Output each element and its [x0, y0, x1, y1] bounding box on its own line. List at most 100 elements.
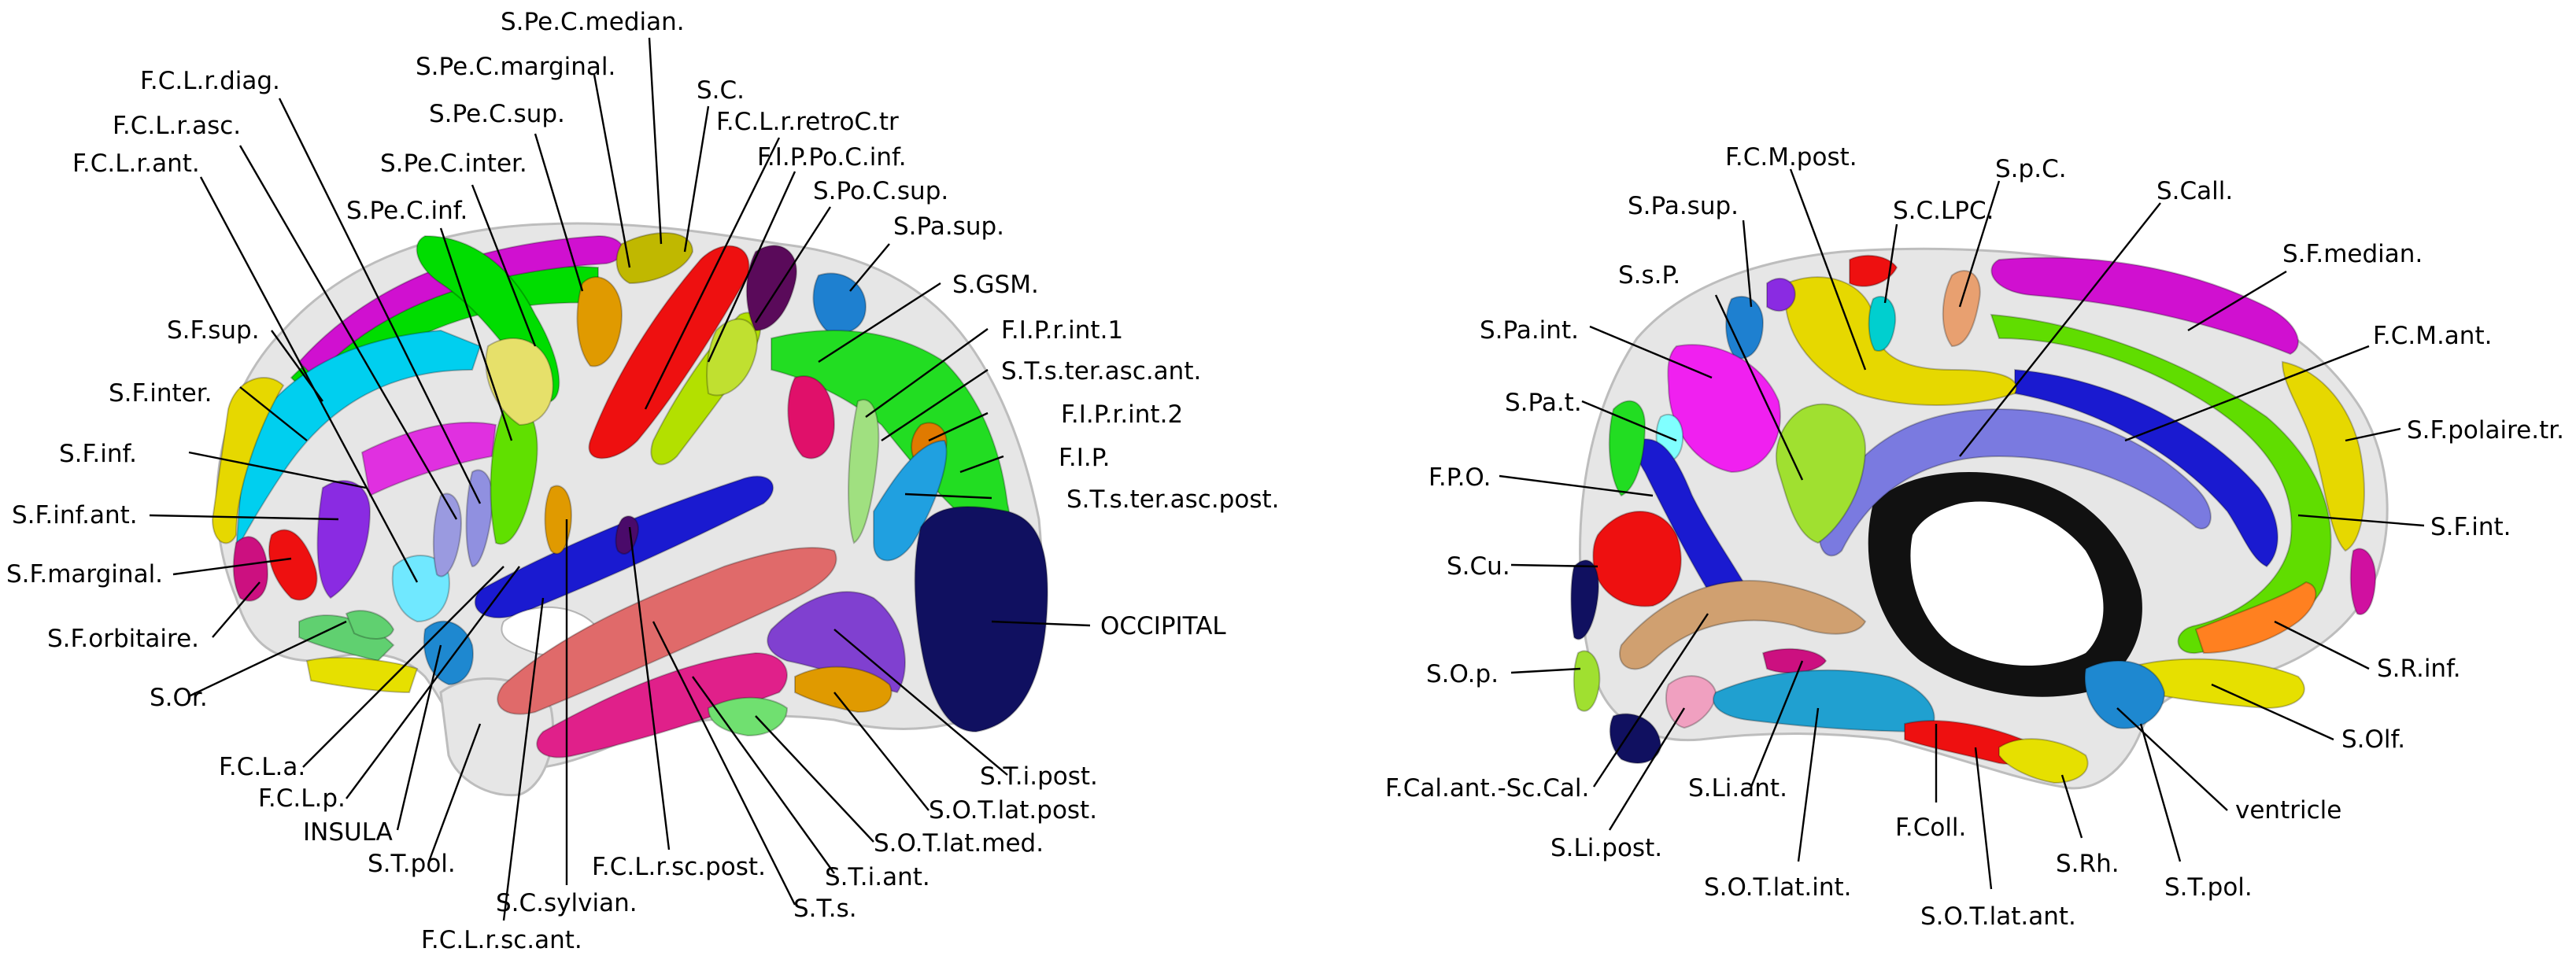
- label-s-pa-sup-medial: S.Pa.sup.: [1628, 192, 1739, 220]
- label-s-t-i-post: S.T.i.post.: [980, 762, 1098, 791]
- sulcus-s-f-int: [1990, 313, 2332, 655]
- label-s-li-post: S.Li.post.: [1550, 834, 1662, 862]
- sulcus-s-pe-c-marginal: [576, 276, 623, 367]
- label-f-p-o: F.P.O.: [1428, 463, 1491, 492]
- label-s-t-s: S.T.s.: [793, 895, 857, 923]
- sulcus-s-o-t-lat-post: [794, 666, 893, 714]
- sulcus-s-o-p-navy: [1609, 713, 1662, 764]
- label-s-pa-sup-lateral: S.Pa.sup.: [893, 212, 1004, 241]
- label-f-i-p-po-c-inf: F.I.P.Po.C.inf.: [757, 143, 907, 172]
- sulcus-f-i-p-po-c-inf: [745, 245, 797, 332]
- label-f-c-l-r-asc: F.C.L.r.asc.: [113, 112, 241, 140]
- label-s-pa-int: S.Pa.int.: [1480, 316, 1579, 345]
- label-s-f-inter: S.F.inter.: [109, 379, 212, 408]
- label-s-gsm: S.GSM.: [952, 271, 1039, 299]
- sulcus-s-t-i-post: [767, 591, 906, 694]
- label-s-o-t-lat-ant: S.O.T.lat.ant.: [1920, 902, 2076, 931]
- label-s-c: S.C.: [697, 76, 745, 105]
- sulcus-s-s-p: [1766, 278, 1796, 312]
- sulcus-s-p-c: [1942, 270, 1981, 348]
- sulcus-s-f-polaire-tr: [2281, 360, 2365, 552]
- label-occipital: OCCIPITAL: [1100, 612, 1226, 640]
- sulcus-s-cu-navy: [1570, 559, 1599, 640]
- label-s-c-sylvian: S.C.sylvian.: [496, 889, 638, 917]
- label-s-olf: S.Olf.: [2341, 725, 2405, 754]
- label-s-pe-c-inf: S.Pe.C.inf.: [346, 197, 468, 225]
- label-f-c-l-r-sc-post: F.C.L.r.sc.post.: [592, 853, 766, 881]
- label-s-r-inf: S.R.inf.: [2377, 655, 2461, 683]
- sulcus-s-s-p-green: [1775, 403, 1867, 544]
- label-f-c-m-post: F.C.M.post.: [1725, 143, 1857, 172]
- label-s-f-int: S.F.int.: [2430, 513, 2511, 541]
- label-insula: INSULA: [303, 818, 393, 847]
- sulcus-s-t-pol-medial: [2084, 660, 2166, 729]
- label-s-c-lpc: S.C.LPC.: [1893, 197, 1994, 225]
- medial-labels: S.p.C. F.C.M.post. S.Call. S.Pa.sup. S.C…: [1385, 143, 2564, 931]
- label-s-pe-c-sup: S.Pe.C.sup.: [429, 100, 565, 128]
- label-ventricle: ventricle: [2235, 796, 2341, 825]
- sulcus-f-c-l-r-ant: [391, 555, 450, 623]
- sulcus-s-r-inf: [2194, 581, 2317, 655]
- label-f-i-p-r-int-1: F.I.P.r.int.1: [1001, 316, 1123, 345]
- label-f-i-p: F.I.P.: [1059, 444, 1110, 472]
- sulcus-s-t-s-ter-asc-ant: [848, 399, 880, 544]
- label-s-pe-c-median: S.Pe.C.median.: [501, 8, 685, 36]
- sulcus-s-olf: [2123, 658, 2305, 710]
- sulcus-s-pa-sup: [1725, 295, 1765, 360]
- sulcus-s-o-t-lat-med: [707, 696, 789, 737]
- sulcus-f-cal-ant-sc-cal: [1619, 580, 1867, 670]
- lateral-hemisphere-view: [211, 222, 1048, 797]
- sulcus-s-f-median: [1990, 256, 2299, 356]
- label-s-pe-c-inter: S.Pe.C.inter.: [380, 149, 527, 178]
- ventricle-region: [1868, 472, 2142, 697]
- sulcus-f-c-l-r-sc-ant: [544, 485, 572, 555]
- label-s-o-t-lat-int: S.O.T.lat.int.: [1704, 873, 1852, 902]
- label-s-t-i-ant: S.T.i.ant.: [825, 863, 930, 891]
- label-f-i-p-r-int-2: F.I.P.r.int.2: [1061, 400, 1183, 429]
- sulcus-s-f-inf-ant: [316, 480, 371, 600]
- sulcus-s-f-inter: [235, 329, 482, 552]
- medial-leader-lines: [1499, 168, 2425, 890]
- sulcus-s-f-marginal: [211, 377, 285, 544]
- label-f-c-l-r-diag: F.C.L.r.diag.: [140, 67, 280, 95]
- label-s-f-inf: S.F.inf.: [59, 440, 137, 468]
- label-s-f-orbitaire: S.F.orbitaire.: [47, 625, 199, 653]
- label-s-t-s-ter-asc-ant: S.T.s.ter.asc.ant.: [1001, 357, 1201, 386]
- label-s-call: S.Call.: [2157, 177, 2233, 205]
- sulcus-s-f-orbitaire: [268, 529, 318, 601]
- sulcus-s-pa-int: [1667, 344, 1781, 474]
- label-s-f-sup: S.F.sup.: [167, 316, 260, 345]
- occipital-region: [914, 506, 1048, 733]
- label-s-p-c: S.p.C.: [1995, 155, 2067, 183]
- sulcus-s-f-marginal-pink: [232, 536, 269, 602]
- label-s-o-t-lat-post: S.O.T.lat.post.: [929, 796, 1097, 825]
- sulcus-f-i-p-r-int-1: [787, 375, 836, 459]
- label-s-f-marginal: S.F.marginal.: [6, 560, 163, 588]
- sulcus-s-rh: [1998, 738, 2089, 784]
- label-s-f-inf-ant: S.F.inf.ant.: [12, 501, 138, 529]
- lateral-labels: S.Pe.C.median. S.Pe.C.marginal. S.C. F.C…: [6, 8, 1279, 954]
- label-s-li-ant: S.Li.ant.: [1688, 774, 1787, 802]
- sulcus-s-t-pol-lateral: [423, 620, 474, 686]
- sulcus-s-li-post: [1665, 675, 1717, 729]
- sulcus-s-f-orbitaire-yellow: [305, 656, 419, 694]
- sulcus-s-cu: [1592, 511, 1682, 607]
- medial-hemisphere-view: [1570, 247, 2389, 790]
- label-s-rh: S.Rh.: [2056, 850, 2120, 878]
- label-s-t-pol-medial: S.T.pol.: [2164, 873, 2253, 902]
- sulcus-f-c-m-ant: [2014, 368, 2278, 568]
- sulcus-s-li-ant: [1761, 648, 1828, 674]
- label-s-f-median: S.F.median.: [2282, 240, 2423, 268]
- sulcus-s-c-lpc: [1868, 295, 1897, 352]
- label-f-c-m-ant: F.C.M.ant.: [2373, 322, 2492, 350]
- lateral-leader-lines: [149, 37, 1091, 921]
- label-s-or: S.Or.: [150, 684, 208, 712]
- label-f-c-l-r-ant: F.C.L.r.ant.: [72, 149, 200, 178]
- label-f-c-l-a: F.C.L.a.: [219, 753, 305, 781]
- label-f-c-l-r-sc-ant: F.C.L.r.sc.ant.: [421, 926, 582, 954]
- sulcus-f-c-l-r-asc: [465, 469, 493, 568]
- label-f-c-l-p: F.C.L.p.: [258, 784, 346, 813]
- sulcus-s-or: [298, 614, 395, 662]
- sulcus-f-c-l-a: [345, 610, 395, 640]
